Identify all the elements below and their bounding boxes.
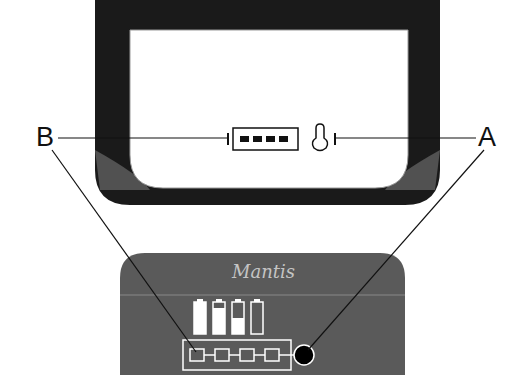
brand-logo: Mantis: [232, 261, 295, 282]
callout-letter: B: [36, 124, 54, 151]
device-panel: [130, 30, 408, 188]
tick: [227, 133, 229, 145]
button-symbol: [312, 124, 327, 151]
led: [253, 136, 262, 142]
led: [279, 136, 288, 142]
panel-outline: [120, 253, 405, 375]
leader-line: [58, 137, 228, 138]
led: [266, 136, 275, 142]
callout-letter: A: [478, 124, 496, 151]
led-box: [233, 128, 298, 150]
device-housing: [95, 0, 440, 205]
tick: [334, 133, 336, 145]
led: [240, 136, 249, 142]
device-panel: Mantis: [120, 253, 405, 375]
panel-divider: [120, 294, 405, 296]
leader-line: [335, 137, 476, 138]
